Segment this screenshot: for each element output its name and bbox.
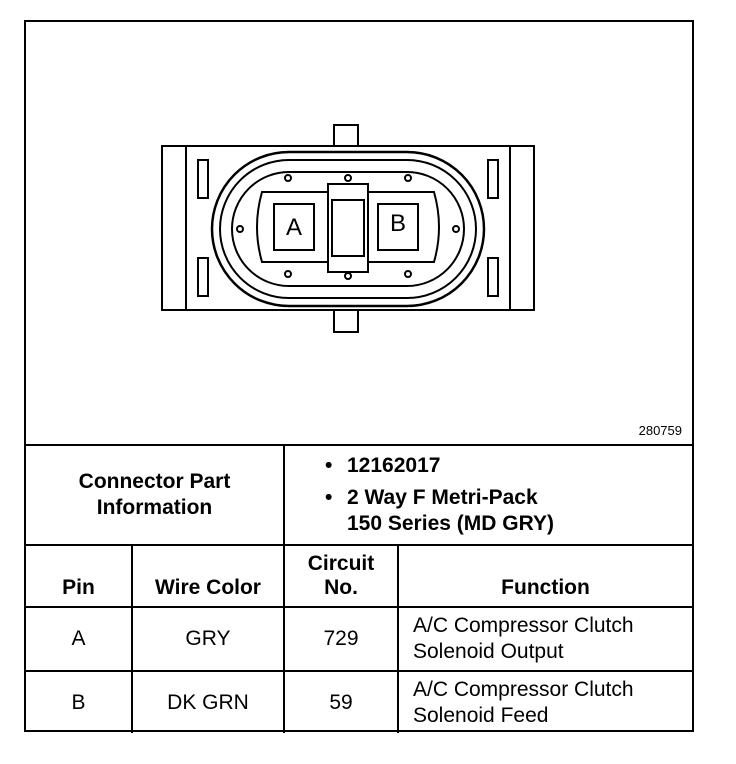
col-wire-color: Wire Color	[131, 544, 285, 608]
part-number-item: • 12162017	[325, 454, 441, 477]
middle-shroud	[219, 159, 477, 299]
inner-shroud	[231, 171, 465, 287]
row-a-function: A/C Compressor Clutch Solenoid Output	[397, 606, 692, 672]
pin-a-label: A	[286, 214, 302, 241]
pin-a-terminal	[273, 203, 315, 251]
row-a-wire-color: GRY	[131, 606, 285, 672]
pin-b-label: B	[390, 210, 406, 237]
part-number: 12162017	[347, 454, 441, 477]
part-info-values: • 12162017 • 2 Way F Metri-Pack 150 Seri…	[283, 444, 692, 546]
left-upper-latch	[197, 159, 209, 199]
part-description: 2 Way F Metri-Pack 150 Series (MD GRY)	[347, 486, 554, 535]
table-row: A GRY 729 A/C Compressor Clutch Solenoid…	[26, 606, 692, 672]
row-b-wire-color: DK GRN	[131, 670, 285, 733]
right-upper-latch	[487, 159, 499, 199]
top-latch-tab	[333, 124, 359, 148]
connector-body	[161, 145, 535, 311]
connector-info-table: Connector Part Information • 12162017 • …	[26, 444, 692, 733]
figure-id: 280759	[638, 423, 682, 438]
part-info-label: Connector Part Information	[26, 444, 285, 546]
outer-shroud	[210, 150, 486, 308]
right-lower-latch	[487, 257, 499, 297]
connector-diagram: A B 280759	[26, 22, 692, 444]
left-lower-latch	[197, 257, 209, 297]
column-header-row: Pin Wire Color Circuit No. Function	[26, 544, 692, 608]
table-row: B DK GRN 59 A/C Compressor Clutch Soleno…	[26, 670, 692, 733]
row-a-pin: A	[26, 606, 133, 672]
bottom-latch-tab	[333, 309, 359, 333]
part-info-row: Connector Part Information • 12162017 • …	[26, 444, 692, 546]
pin-b-terminal	[377, 203, 419, 251]
col-pin: Pin	[26, 544, 133, 608]
row-b-pin: B	[26, 670, 133, 733]
row-b-function: A/C Compressor Clutch Solenoid Feed	[397, 670, 692, 733]
diagram-frame: A B 280759 Connector Part Information • …	[24, 20, 694, 733]
part-description-item: • 2 Way F Metri-Pack 150 Series (MD GRY)	[325, 486, 554, 535]
col-circuit-no: Circuit No.	[283, 544, 399, 608]
row-b-circuit: 59	[283, 670, 399, 733]
row-a-circuit: 729	[283, 606, 399, 672]
col-function: Function	[397, 544, 692, 608]
connector-face-view: A B	[161, 124, 535, 333]
